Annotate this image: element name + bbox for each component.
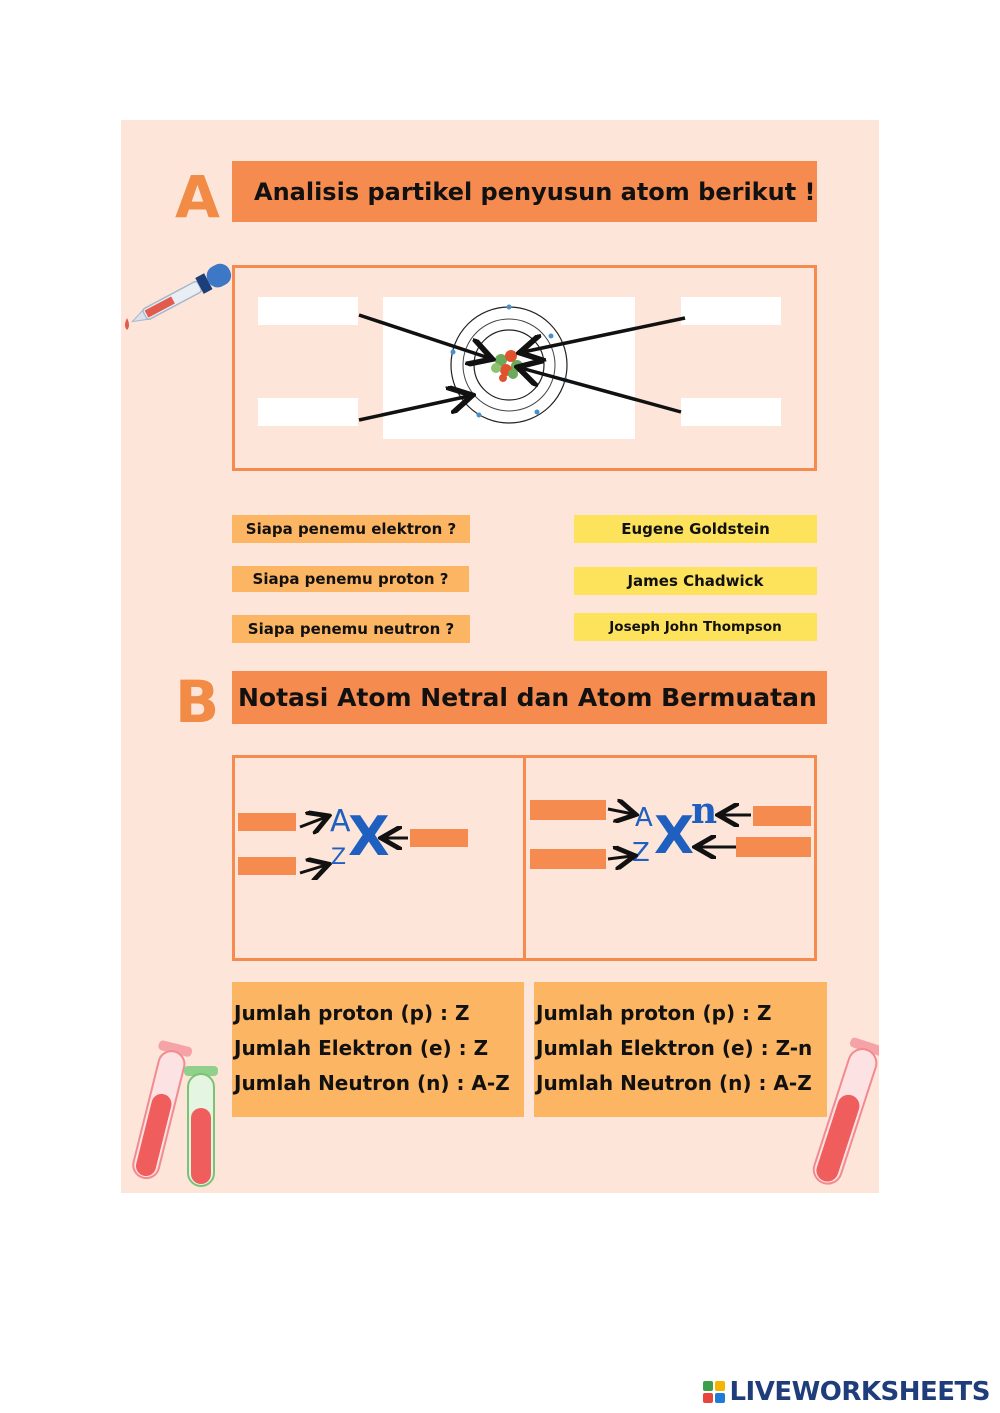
neutral-atomic-letter: Z xyxy=(331,845,347,870)
charged-charge-input[interactable] xyxy=(753,806,811,826)
neutral-mass-letter: A xyxy=(330,804,351,839)
neutral-info-box: Jumlah proton (p) : Z Jumlah Elektron (e… xyxy=(232,982,524,1117)
liveworksheets-logo-icon xyxy=(703,1381,726,1403)
charged-info-neutron: Jumlah Neutron (n) : A-Z xyxy=(536,1071,812,1095)
section-b-title: Notasi Atom Netral dan Atom Bermuatan xyxy=(232,671,827,724)
test-tube-right-icon xyxy=(812,1037,879,1185)
test-tubes-left-icon xyxy=(132,1040,218,1187)
question-neutron: Siapa penemu neutron ? xyxy=(232,615,470,643)
section-a-title: Analisis partikel penyusun atom berikut … xyxy=(232,161,817,222)
question-proton: Siapa penemu proton ? xyxy=(232,566,469,592)
charged-symbol-input[interactable] xyxy=(736,837,811,857)
charged-element-symbol: X xyxy=(654,806,695,866)
charged-notation-frame xyxy=(523,755,817,961)
atom-label-input-top-right[interactable] xyxy=(681,297,781,325)
charged-info-proton: Jumlah proton (p) : Z xyxy=(536,1001,772,1025)
atom-illustration xyxy=(358,304,686,424)
worksheet-page: A Analisis partikel penyusun atom beriku… xyxy=(121,120,879,1193)
dropper-icon xyxy=(125,263,232,330)
neutral-info-electron: Jumlah Elektron (e) : Z xyxy=(234,1036,489,1060)
section-a-letter: A xyxy=(175,163,220,231)
atom-label-input-bottom-right[interactable] xyxy=(681,398,781,426)
neutral-mass-input[interactable] xyxy=(238,813,296,831)
atom-diagram-frame xyxy=(232,265,817,471)
atom-label-input-top-left[interactable] xyxy=(258,297,358,325)
answer-option-chadwick[interactable]: James Chadwick xyxy=(574,567,817,595)
liveworksheets-brand-text: LIVEWORKSHEETS xyxy=(729,1377,990,1407)
neutral-symbol-input[interactable] xyxy=(410,829,468,847)
answer-option-thompson[interactable]: Joseph John Thompson xyxy=(574,613,817,641)
charged-charge-letter: n xyxy=(691,790,718,832)
question-electron: Siapa penemu elektron ? xyxy=(232,515,470,543)
answer-option-goldstein[interactable]: Eugene Goldstein xyxy=(574,515,817,543)
atom-label-input-bottom-left[interactable] xyxy=(258,398,358,426)
charged-mass-input[interactable] xyxy=(530,800,606,820)
section-b-letter: B xyxy=(175,668,220,736)
neutral-info-neutron: Jumlah Neutron (n) : A-Z xyxy=(234,1071,510,1095)
charged-atomic-input[interactable] xyxy=(530,849,606,869)
charged-info-electron: Jumlah Elektron (e) : Z-n xyxy=(536,1036,813,1060)
neutral-arrows xyxy=(299,805,408,880)
charged-arrows xyxy=(607,795,751,875)
neutral-atomic-input[interactable] xyxy=(238,857,296,875)
neutral-info-proton: Jumlah proton (p) : Z xyxy=(234,1001,470,1025)
liveworksheets-logo: LIVEWORKSHEETS xyxy=(703,1377,990,1407)
charged-info-box: Jumlah proton (p) : Z Jumlah Elektron (e… xyxy=(534,982,827,1117)
